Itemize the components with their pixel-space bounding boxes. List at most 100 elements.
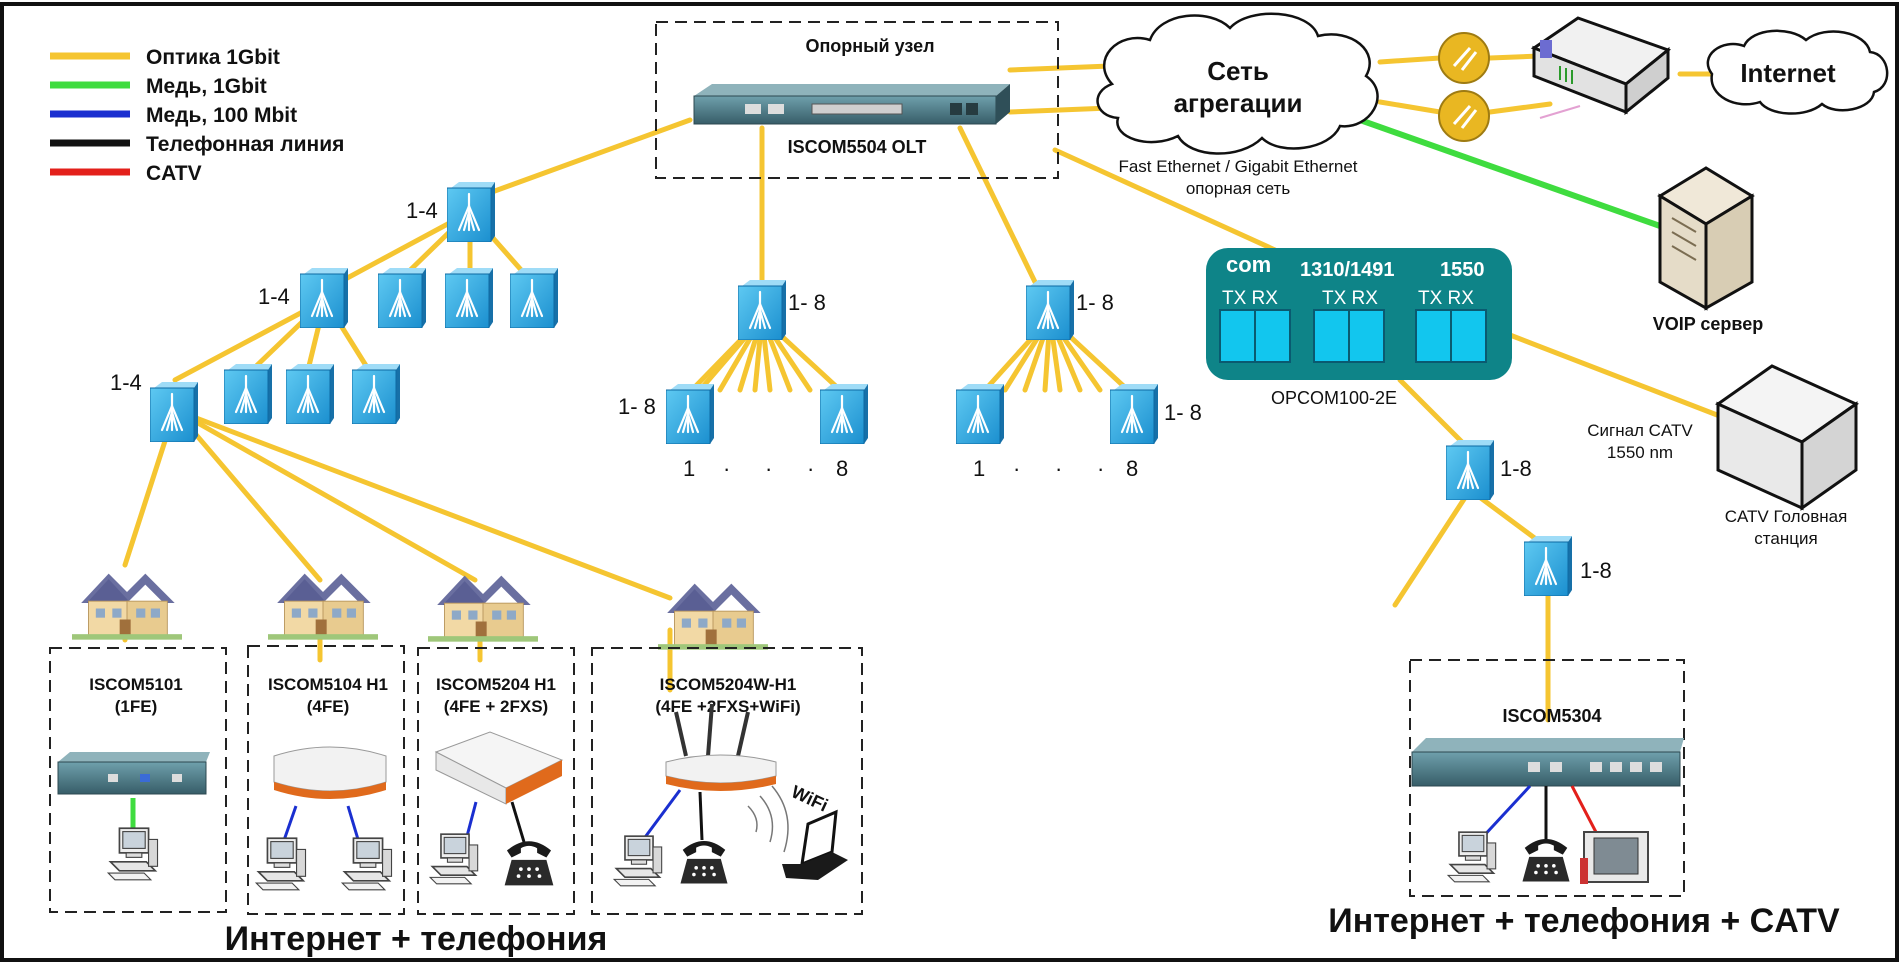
- onu-spec: (4FE + 2FXS): [444, 697, 548, 716]
- backbone-label-line1: Fast Ethernet / Gigabit Ethernet: [1118, 157, 1357, 176]
- splitter-icon: [378, 268, 426, 328]
- catv-head-line1: CATV Головная: [1725, 507, 1848, 526]
- splitter-icon: [352, 364, 400, 424]
- splitter-icon: [150, 382, 198, 442]
- pc-icon: [341, 837, 393, 891]
- opcom-label: OPCOM100-2E: [1271, 388, 1397, 408]
- router-icon: [1530, 16, 1672, 119]
- core-node: Опорный узел ISCOM5504 OLT: [655, 21, 1059, 179]
- opcom-com-label: com: [1226, 252, 1271, 277]
- tv-icon: [1580, 831, 1649, 884]
- legend-label-copper-100m: Медь, 100 Mbit: [146, 104, 297, 127]
- splitter-icon: [224, 364, 272, 424]
- onu-spec: (4FE +2FXS+WiFi): [655, 697, 800, 716]
- onu-model: ISCOM5204 H1: [436, 675, 556, 694]
- port-label: ·: [765, 456, 772, 481]
- cloud-label-line1: Сеть: [1207, 56, 1269, 86]
- pc-icon: [613, 835, 663, 887]
- footer-left: Интернет + телефония: [225, 920, 608, 958]
- port-label: 1: [683, 456, 695, 481]
- splitter-icon: [820, 384, 868, 444]
- wifi-label: WiFi: [788, 781, 831, 815]
- legend-label-optic: Оптика 1Gbit: [146, 46, 280, 69]
- voip-server-icon: VOIP сервер: [1653, 166, 1764, 334]
- splitter-icon: [447, 182, 495, 242]
- house-icon: [268, 573, 378, 640]
- splitter-icon: [956, 384, 1004, 444]
- aggregation-cloud: Сеть агрегации: [1096, 12, 1379, 155]
- onu-model: ISCOM5304: [1502, 706, 1601, 726]
- onu-spec: (4FE): [307, 697, 350, 716]
- house-icon: [72, 573, 182, 640]
- splitter-label-catv-1: 1-8: [1500, 456, 1532, 481]
- pc-icon: [1447, 831, 1497, 883]
- gold-disc-icon: [1438, 90, 1490, 142]
- gold-disc-icon: [1438, 32, 1490, 84]
- splitter-icon: [286, 364, 334, 424]
- splitter-label-catv-2: 1-8: [1580, 558, 1612, 583]
- catv-headend-icon: [1714, 364, 1860, 511]
- port-label: 8: [1126, 456, 1138, 481]
- splitter-icon: [300, 268, 348, 328]
- onu-box-1: ISCOM5101 (1FE): [49, 647, 227, 913]
- onu-spec: (1FE): [115, 697, 158, 716]
- splitter-label-s1: 1-4: [406, 198, 438, 223]
- legend-label-copper-1g: Медь, 1Gbit: [146, 75, 267, 98]
- voip-link: [1359, 117, 1661, 229]
- backbone-label-line2: опорная сеть: [1186, 179, 1291, 198]
- port-row-right: 1 · · · 8: [973, 456, 1138, 481]
- onu-box-2: ISCOM5104 H1 (4FE): [247, 645, 405, 915]
- port-label: ·: [807, 456, 814, 481]
- splitter-icon: [666, 384, 714, 444]
- splitter-icon: [1026, 280, 1074, 340]
- phone-icon: [680, 840, 728, 884]
- splitter-label-mid-top: 1- 8: [788, 290, 826, 315]
- splitter-label-s3: 1-4: [110, 370, 142, 395]
- pc-icon: [255, 837, 307, 891]
- splitter-icon: [445, 268, 493, 328]
- splitter-label-right-top: 1- 8: [1076, 290, 1114, 315]
- pc-icon: [107, 827, 159, 881]
- opcom-w2-label: 1550: [1440, 259, 1485, 281]
- onu-model: ISCOM5104 H1: [268, 675, 388, 694]
- port-row-mid: 1 · · · 8: [683, 456, 848, 481]
- olt-device: [693, 84, 1010, 125]
- splitter-label-right-br: 1- 8: [1164, 400, 1202, 425]
- opcom-txrx-2: TX RX: [1322, 288, 1378, 309]
- splitter-icon: [510, 268, 558, 328]
- catv-signal-line1: Сигнал CATV: [1587, 421, 1693, 440]
- phone-icon: [504, 841, 554, 886]
- internet-label: Internet: [1740, 58, 1836, 88]
- port-label: 8: [836, 456, 848, 481]
- splitter-label-mid-bl: 1- 8: [618, 394, 656, 419]
- core-node-title: Опорный узел: [805, 36, 934, 56]
- wifi-waves-icon: [747, 785, 789, 853]
- splitter-label-s2: 1-4: [258, 284, 290, 309]
- opcom-device: com 1310/1491 1550 TX RX TX RX TX RX: [1206, 248, 1512, 380]
- legend: Оптика 1Gbit Медь, 1Gbit Медь, 100 Mbit …: [50, 46, 344, 185]
- onu-box-4: ISCOM5204W-H1 (4FE +2FXS+WiFi) WiFi: [591, 647, 863, 915]
- onu-model: ISCOM5101: [89, 675, 183, 694]
- opcom-w1-label: 1310/1491: [1300, 259, 1395, 281]
- catv-head-line2: станция: [1754, 529, 1817, 548]
- splitter-icon: [1446, 440, 1494, 500]
- laptop-icon: [782, 809, 848, 880]
- port-label: ·: [1013, 456, 1020, 481]
- splitter-icon: [1524, 536, 1572, 596]
- catv-signal-line2: 1550 nm: [1607, 443, 1673, 462]
- onu-box-3: ISCOM5204 H1 (4FE + 2FXS): [417, 647, 575, 915]
- footer-right: Интернет + телефония + CATV: [1328, 902, 1840, 940]
- internet-cloud: Internet: [1706, 29, 1889, 115]
- opcom-txrx-3: TX RX: [1418, 288, 1474, 309]
- cloud-label-line2: агрегации: [1174, 88, 1303, 118]
- port-label: ·: [723, 456, 730, 481]
- port-label: 1: [973, 456, 985, 481]
- opcom-txrx-1: TX RX: [1222, 288, 1278, 309]
- port-label: ·: [1055, 456, 1062, 481]
- splitter-icon: [738, 280, 786, 340]
- legend-label-catv: CATV: [146, 162, 202, 185]
- voip-label: VOIP сервер: [1653, 314, 1764, 334]
- legend-label-phone: Телефонная линия: [146, 133, 344, 156]
- phone-icon: [1522, 838, 1570, 882]
